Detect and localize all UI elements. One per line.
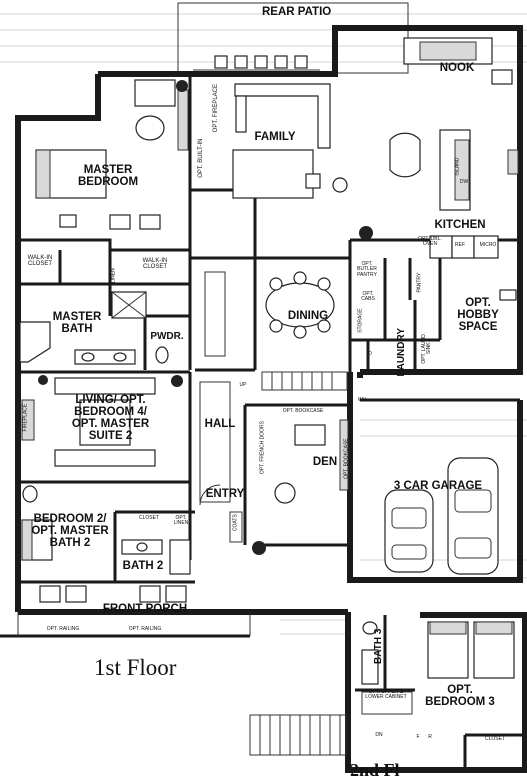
closet-bed2-note: CLOSET: [138, 515, 159, 521]
ref-note: REF: [455, 242, 465, 248]
water-heater-note: WH: [357, 397, 367, 403]
f-note: F: [416, 734, 420, 740]
entry-label: ENTRY: [205, 488, 245, 500]
pwdr-label: PWDR.: [150, 331, 184, 342]
master-bath-fixtures: [19, 291, 169, 365]
family-furniture: [232, 83, 348, 199]
walk-in-closet-2-note: WALK-IN CLOSET: [142, 258, 168, 271]
micro-note: MICRO: [479, 242, 497, 248]
hall-label: HALL: [204, 418, 236, 430]
fireplace-note: FIREPLACE: [22, 403, 29, 432]
dw-note: DW: [459, 179, 469, 185]
pantry-note: PANTRY: [416, 272, 423, 293]
bedroom3-label: OPT. BEDROOM 3: [425, 684, 495, 709]
opt-butler-pantry-note: OPT. BUTLER PANTRY: [357, 261, 377, 278]
hobby-space-label: OPT. HOBBY SPACE: [457, 297, 499, 334]
living-label: LIVING/ OPT. BEDROOM 4/ OPT. MASTER SUIT…: [71, 394, 150, 443]
bedroom2-fixtures: [21, 485, 191, 575]
coats-note: COATS: [232, 514, 239, 532]
opt-fireplace-note: OPT. FIREPLACE: [212, 83, 219, 133]
opt-upper-lower-cabinet-note: OPT. UPPER & LOWER CABINET: [365, 689, 407, 701]
opt-dbl-oven-note: OPT. DBL. OVEN: [418, 236, 442, 248]
rear-patio-label: REAR PATIO: [262, 6, 332, 18]
front-porch: [0, 585, 251, 638]
garage-label: 3 CAR GARAGE: [393, 480, 483, 492]
den-label: DEN: [312, 456, 338, 468]
dining-label: DINING: [287, 310, 329, 322]
opt-railing-2-note: OPT. RAILING: [128, 626, 162, 632]
bath2-label: BATH 2: [122, 560, 164, 572]
opt-railing-1-note: OPT. RAILING: [46, 626, 80, 632]
nook-label: NOOK: [439, 62, 475, 74]
linen-note: LINEN: [110, 268, 117, 283]
opt-bookcase-top-note: OPT. BOOKCASE: [282, 408, 324, 414]
master-bedroom-label: MASTER BEDROOM: [77, 164, 139, 189]
opt-linen-note: OPT. LINEN: [173, 515, 189, 527]
master-bedroom-furniture: [35, 79, 189, 230]
dining-furniture: [204, 271, 335, 357]
bath3-label: BATH 3: [372, 628, 384, 664]
dryer-note: D: [368, 351, 372, 357]
family-label: FAMILY: [254, 131, 296, 143]
stairs: [249, 371, 348, 756]
stairs-up-note: UP: [239, 382, 247, 388]
kitchen-furniture: [389, 37, 519, 301]
walk-in-closet-1-note: WALK-IN CLOSET: [27, 255, 53, 268]
living-furniture: [21, 377, 231, 503]
closet-bed3-note: CLOSET: [484, 736, 505, 742]
garage-cars: [384, 457, 499, 575]
plant-icons: [38, 80, 373, 555]
opt-french-doors-note: OPT. FRENCH DOORS: [259, 421, 266, 475]
interior-walls: [18, 74, 525, 770]
kitchen-label: KITCHEN: [434, 219, 486, 231]
bedroom3-furniture: [361, 621, 515, 715]
stairs-down-note: DN: [375, 732, 383, 738]
next-floor-title: 2nd Fl: [350, 760, 400, 780]
storage-note: STORAGE: [357, 308, 364, 333]
entry-features: [199, 484, 243, 543]
opt-built-in-note: OPT. BUILT-IN: [197, 138, 204, 178]
floor-title: 1st Floor: [94, 655, 177, 680]
opt-cabs-note: OPT. CABS: [361, 291, 375, 303]
washer-note: W: [367, 370, 373, 376]
front-porch-label: FRONT PORCH: [102, 603, 188, 615]
laundry-label: LAUNDRY: [395, 328, 407, 377]
r-note: R: [428, 734, 432, 740]
exterior-walls: [15, 25, 527, 773]
master-bath-label: MASTER BATH: [52, 311, 102, 336]
island-note: ISLAND: [454, 157, 461, 176]
opt-bookcase-side-note: OPT. BOOKCASE: [343, 438, 350, 479]
opt-laund-sink-note: OPT. LAUND. SINK: [420, 332, 432, 364]
bedroom2-label: BEDROOM 2/ OPT. MASTER BATH 2: [31, 513, 109, 550]
den-furniture: [274, 419, 349, 504]
